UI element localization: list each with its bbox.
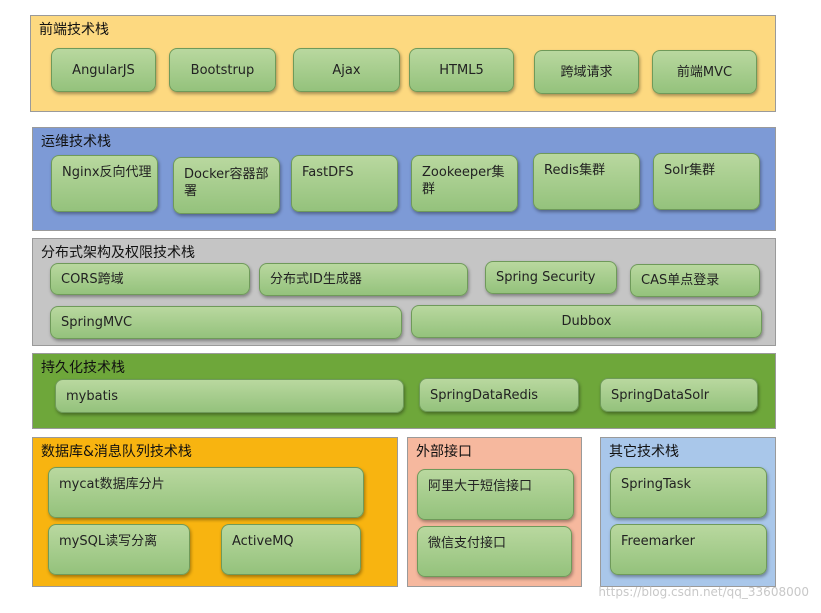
external-api-panel: 外部接口 阿里大于短信接口 微信支付接口 [407, 437, 582, 587]
cross-domain-box: 跨域请求 [534, 50, 639, 94]
database-stack-panel: 数据库&消息队列技术栈 mycat数据库分片 mySQL读写分离 ActiveM… [32, 437, 398, 587]
ops-stack-panel: 运维技术栈 Nginx反向代理 Docker容器部署 FastDFS Zooke… [32, 127, 776, 231]
watermark-text: https://blog.csdn.net/qq_33608000 [598, 585, 809, 599]
html5-box: HTML5 [409, 48, 514, 92]
dubbox-box: Dubbox [411, 305, 762, 338]
cas-sso-box: CAS单点登录 [630, 264, 760, 297]
ajax-box: Ajax [293, 48, 400, 92]
springmvc-box: SpringMVC [50, 306, 402, 339]
persistence-stack-panel: 持久化技术栈 mybatis SpringDataRedis SpringDat… [32, 353, 776, 429]
redis-box: Redis集群 [533, 153, 640, 210]
aliyun-sms-box: 阿里大于短信接口 [417, 469, 574, 520]
fastdfs-box: FastDFS [291, 155, 398, 212]
freemarker-box: Freemarker [610, 524, 767, 575]
springtask-box: SpringTask [610, 467, 767, 518]
zookeeper-box: Zookeeper集群 [411, 155, 518, 212]
distributed-id-box: 分布式ID生成器 [259, 263, 468, 296]
distributed-stack-title: 分布式架构及权限技术栈 [41, 245, 195, 261]
solr-box: Solr集群 [653, 153, 760, 210]
bootstrup-box: Bootstrup [169, 48, 276, 92]
frontend-stack-panel: 前端技术栈 AngularJS Bootstrup Ajax HTML5 跨域请… [30, 15, 776, 112]
spring-security-box: Spring Security [485, 261, 617, 294]
persistence-stack-title: 持久化技术栈 [41, 360, 125, 376]
frontend-stack-title: 前端技术栈 [39, 22, 109, 38]
docker-box: Docker容器部署 [173, 157, 280, 214]
wechat-pay-box: 微信支付接口 [417, 526, 572, 577]
database-stack-title: 数据库&消息队列技术栈 [41, 444, 192, 460]
nginx-box: Nginx反向代理 [51, 155, 158, 212]
mybatis-box: mybatis [55, 379, 404, 413]
other-stack-title: 其它技术栈 [609, 444, 679, 460]
distributed-stack-panel: 分布式架构及权限技术栈 CORS跨域 分布式ID生成器 Spring Secur… [32, 238, 776, 346]
springdatasolr-box: SpringDataSolr [600, 378, 758, 412]
activemq-box: ActiveMQ [221, 524, 361, 575]
cors-box: CORS跨域 [50, 263, 250, 295]
mysql-rw-box: mySQL读写分离 [48, 524, 190, 575]
frontend-mvc-box: 前端MVC [652, 50, 757, 94]
other-stack-panel: 其它技术栈 SpringTask Freemarker [600, 437, 776, 587]
mycat-box: mycat数据库分片 [48, 467, 364, 518]
ops-stack-title: 运维技术栈 [41, 134, 111, 150]
external-api-title: 外部接口 [416, 444, 472, 460]
springdataredis-box: SpringDataRedis [419, 378, 579, 412]
angularjs-box: AngularJS [51, 48, 156, 92]
